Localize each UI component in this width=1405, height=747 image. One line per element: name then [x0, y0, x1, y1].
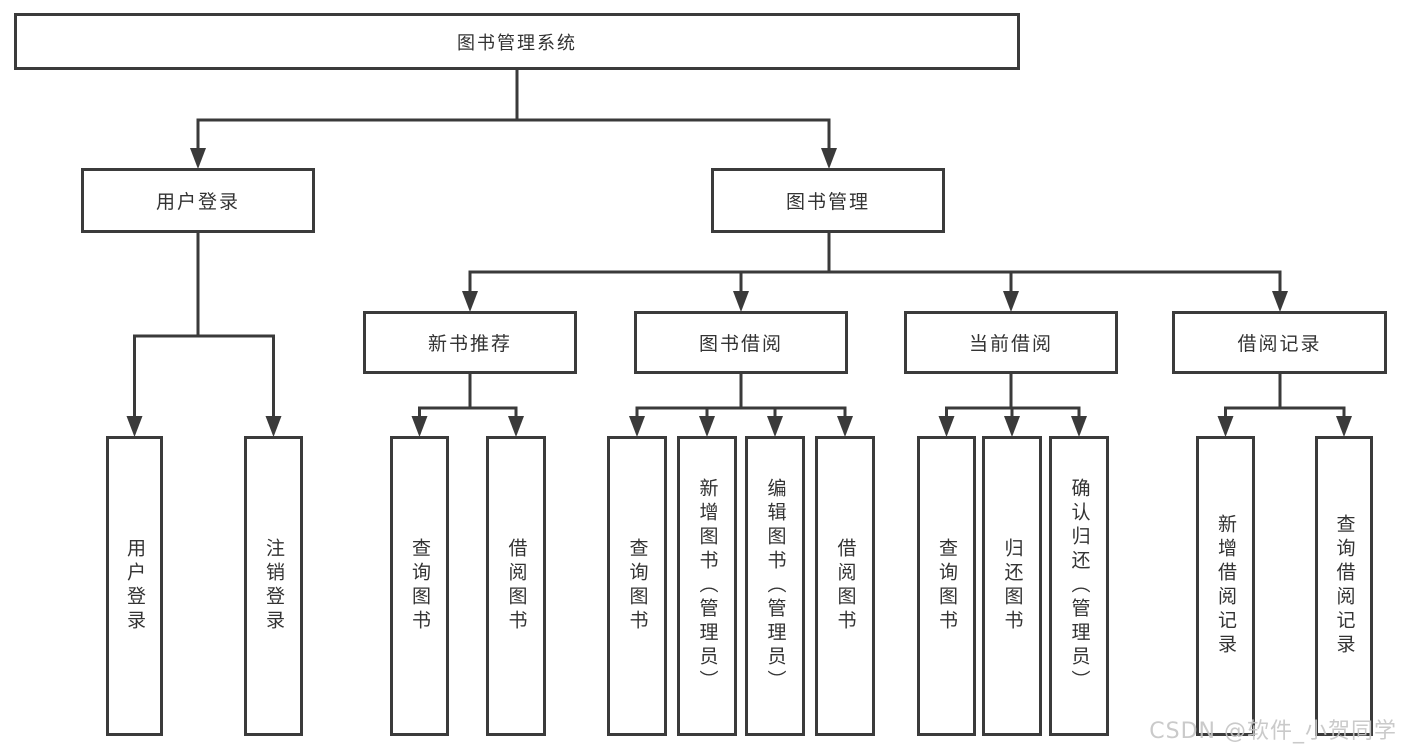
node-query-books-recommend: 查询图书 — [390, 436, 449, 736]
node-borrowing-records: 借阅记录 — [1172, 311, 1387, 374]
node-book-borrowing: 图书借阅 — [634, 311, 848, 374]
node-borrow-books-recommend: 借阅图书 — [486, 436, 546, 736]
node-edit-books-admin: 编辑图书（管理员） — [745, 436, 805, 736]
node-add-borrow-record: 新增借阅记录 — [1196, 436, 1255, 736]
node-add-books-admin: 新增图书（管理员） — [677, 436, 737, 736]
node-return-books: 归还图书 — [982, 436, 1042, 736]
node-library-management-system: 图书管理系统 — [14, 13, 1020, 70]
node-user-login-leaf: 用户登录 — [106, 436, 163, 736]
node-borrow-books: 借阅图书 — [815, 436, 875, 736]
node-book-management: 图书管理 — [711, 168, 945, 233]
node-confirm-return-admin: 确认归还（管理员） — [1049, 436, 1109, 736]
node-user-login: 用户登录 — [81, 168, 315, 233]
node-new-book-recommendation: 新书推荐 — [363, 311, 577, 374]
node-query-borrow-record: 查询借阅记录 — [1315, 436, 1373, 736]
node-query-books-current: 查询图书 — [917, 436, 976, 736]
node-current-borrowing: 当前借阅 — [904, 311, 1118, 374]
node-logout: 注销登录 — [244, 436, 303, 736]
node-query-books-borrow: 查询图书 — [607, 436, 667, 736]
